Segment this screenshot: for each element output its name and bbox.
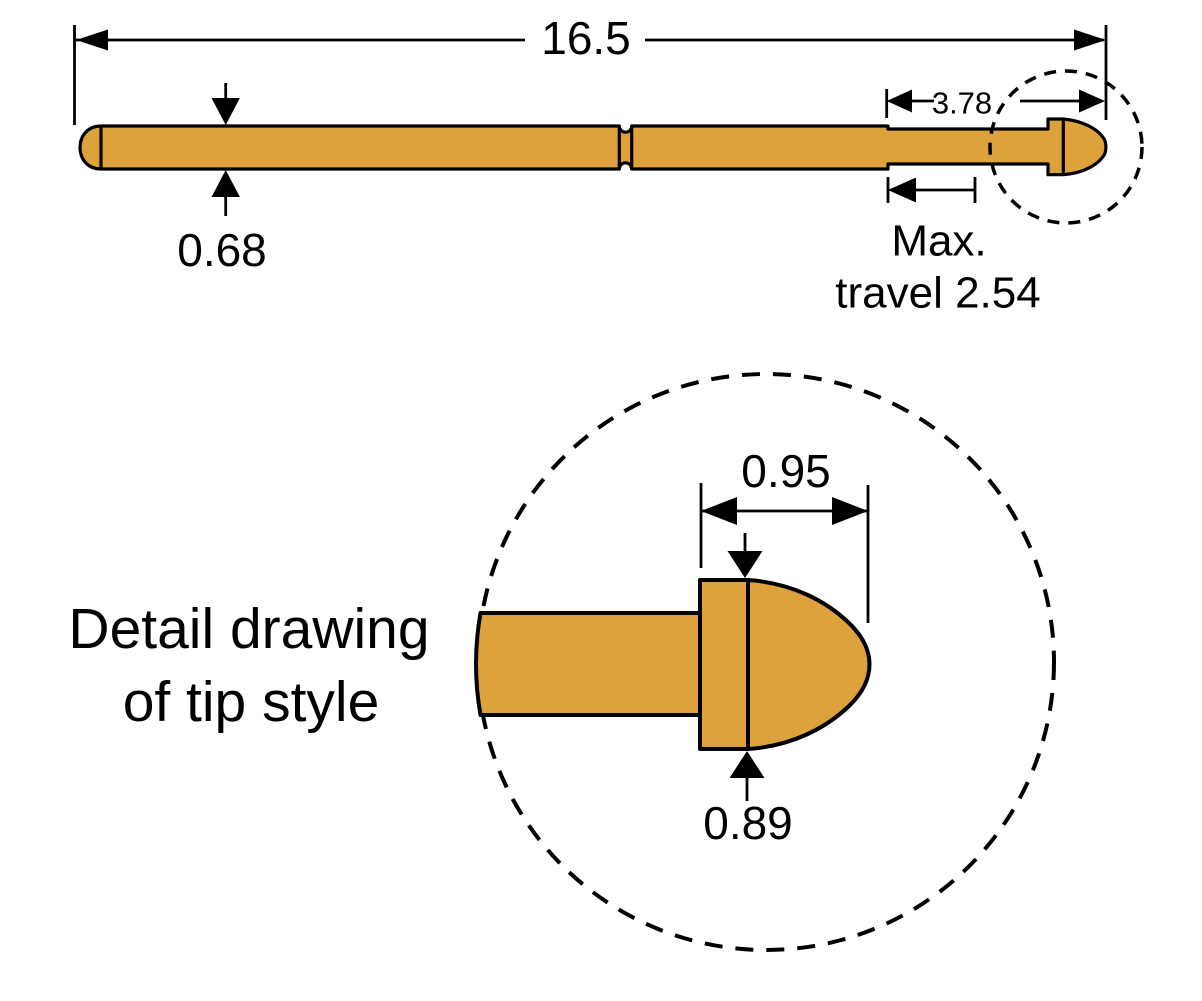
arrowhead-up-icon [729,751,765,778]
tip-length-value: 3.78 [932,86,992,121]
detail-tip-outline [698,578,872,751]
arrowhead-down-icon [727,551,763,578]
arrowhead-down-icon [211,98,240,125]
probe-body-outline [78,117,1108,177]
arrowhead-right-icon [1074,29,1106,51]
overall-length-value: 16.5 [541,12,631,64]
arrowhead-left-icon [701,497,737,525]
detail-shaft [474,611,702,717]
arrowhead-right-icon [1079,89,1105,113]
dim-detail-tip-diameter: 0.89 [703,533,793,849]
dim-overall-length: 16.5 [73,12,1108,125]
detail-caption: Detail drawing of tip style [68,597,429,734]
detail-caption-line2: of tip style [123,670,380,734]
arrowhead-left-icon [76,29,108,51]
main-view: 16.5 0.68 3.78 Max. travel 2.54 [73,12,1144,318]
dim-tip-length: 3.78 [885,86,1105,121]
dim-barrel-diameter: 0.68 [177,83,267,276]
dim-detail-tip-length: 0.95 [699,445,870,623]
detail-caption-line1: Detail drawing [68,597,429,661]
barrel-diameter-value: 0.68 [177,224,267,276]
arrowhead-right-icon [832,497,868,525]
dim-max-travel: Max. travel 2.54 [835,177,1041,318]
detail-tip-diameter-value: 0.89 [703,797,793,849]
arrowhead-left-icon [888,177,916,203]
arrowhead-left-icon [886,89,912,113]
arrowhead-up-icon [211,170,240,197]
max-travel-label-line2: travel 2.54 [835,269,1040,318]
detail-view: 0.95 0.89 Detail drawing of tip style [68,372,1056,952]
tip-reference-dashed-circle [988,69,1144,225]
detail-tip-length-value: 0.95 [741,445,831,497]
max-travel-label-line1: Max. [891,217,986,266]
